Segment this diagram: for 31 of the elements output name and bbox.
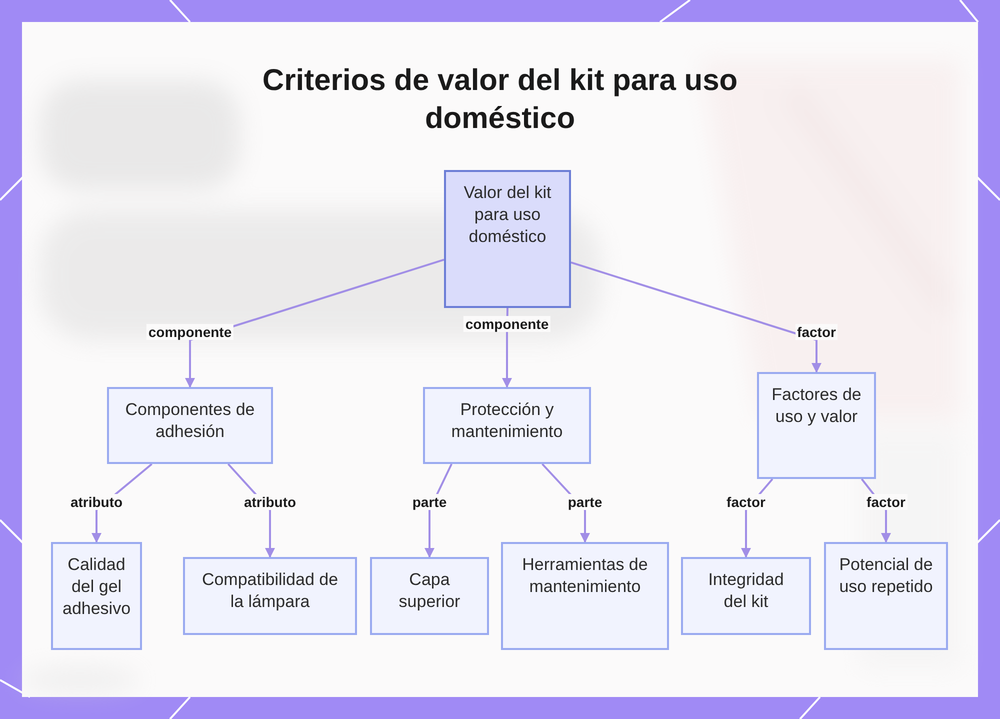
concept-box [444,170,571,308]
edge-label: factor [724,494,768,510]
concept-box [107,387,273,464]
concept-box [501,542,669,650]
node-text: Capa superior [398,569,462,613]
node-text: Integridad del kit [707,569,785,613]
node-text: Compatibilidad de la lámpara [200,569,340,613]
concept-box [757,372,876,479]
concept-box [681,557,811,635]
node-text: Potencial de uso repetido [838,554,934,598]
edge-label: atributo [68,494,125,510]
edge-label: parte [410,494,449,510]
node-text: Factores de uso y valor [770,384,862,428]
concept-box [423,387,591,464]
edge-label: componente [463,316,551,332]
edge-label: parte [566,494,604,510]
node-text: Protección y mantenimiento [450,399,564,443]
node-text: Herramientas de mantenimiento [521,554,649,598]
concept-box [370,557,489,635]
edge-label: atributo [242,494,298,510]
edge-label: factor [864,494,908,510]
concept-box [824,542,948,650]
node-text: Componentes de adhesión [124,399,256,443]
edge-label: componente [146,324,234,340]
diagram-title: Criterios de valor del kit para uso doméstico [261,63,739,137]
node-text: Calidad del gel adhesivo [61,554,132,620]
concept-box [51,542,142,650]
node-text: Valor del kit para uso doméstico [462,182,552,248]
arrow [570,262,822,373]
edge-label: factor [795,324,838,340]
concept-box [183,557,357,635]
